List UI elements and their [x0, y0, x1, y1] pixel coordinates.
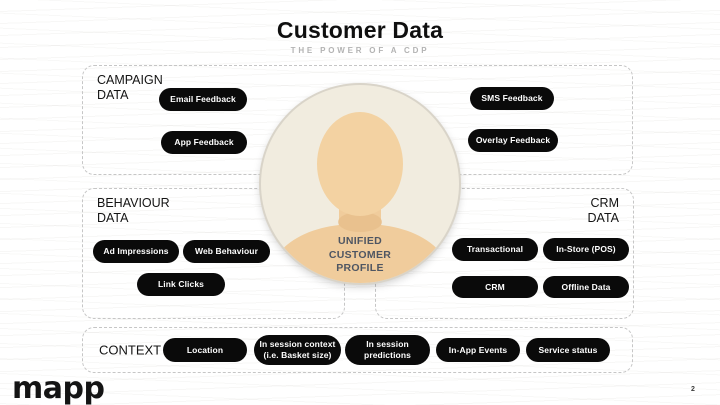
context-section: CONTEXT	[82, 327, 633, 373]
customer-avatar-icon	[268, 112, 452, 283]
pill-sms-feedback: SMS Feedback	[470, 87, 554, 110]
unified-customer-profile-circle: UNIFIED CUSTOMER PROFILE	[261, 85, 459, 283]
crm-data-section: CRM DATA	[375, 188, 634, 319]
pill-location: Location	[163, 338, 247, 362]
pill-app-feedback: App Feedback	[161, 131, 247, 154]
pill-in-app-events: In-App Events	[436, 338, 520, 362]
pill-overlay-feedback: Overlay Feedback	[468, 129, 558, 152]
pill-in-session-context: In session context (i.e. Basket size)	[254, 335, 341, 365]
pill-email-feedback: Email Feedback	[159, 88, 247, 111]
pill-link-clicks: Link Clicks	[137, 273, 225, 296]
behaviour-data-label: BEHAVIOUR DATA	[97, 196, 170, 225]
mapp-logo: mapp	[12, 371, 105, 405]
page-subtitle: THE POWER OF A CDP	[290, 46, 430, 55]
pill-crm: CRM	[452, 276, 538, 298]
pill-in-session-predictions: In session predictions	[345, 335, 430, 365]
pill-web-behaviour: Web Behaviour	[183, 240, 270, 263]
pill-in-store-pos: In-Store (POS)	[543, 238, 629, 261]
crm-data-label: CRM DATA	[587, 196, 619, 225]
context-label: CONTEXT	[99, 342, 162, 358]
campaign-data-label: CAMPAIGN DATA	[97, 73, 163, 102]
page-number: 2	[691, 386, 695, 393]
pill-transactional: Transactional	[452, 238, 538, 261]
pill-service-status: Service status	[526, 338, 610, 362]
pill-ad-impressions: Ad Impressions	[93, 240, 179, 263]
page-title: Customer Data	[276, 17, 444, 43]
unified-customer-profile-label: UNIFIED CUSTOMER PROFILE	[328, 235, 392, 275]
pill-offline-data: Offline Data	[543, 276, 629, 298]
